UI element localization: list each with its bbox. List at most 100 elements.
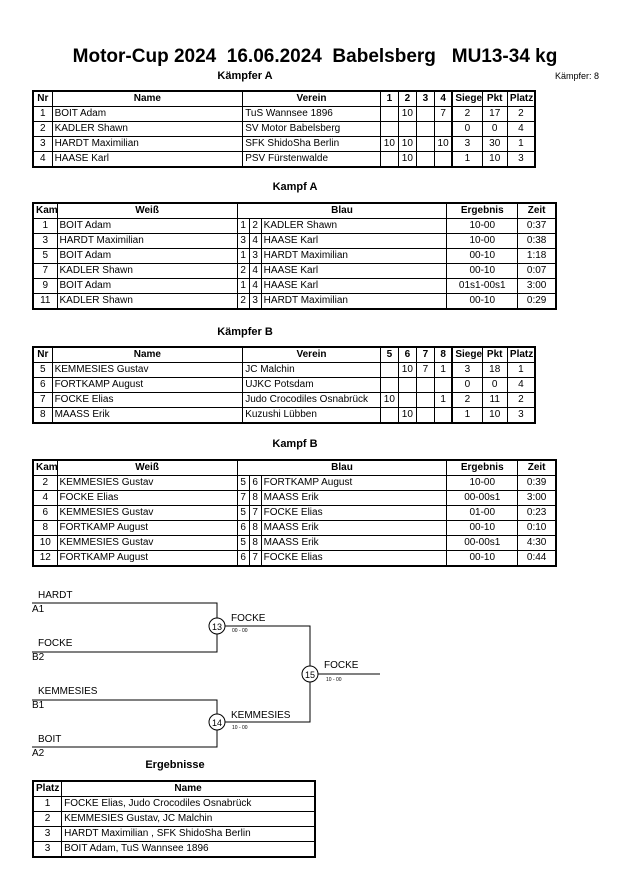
cell-name: MAASS Erik [51, 407, 244, 424]
cell-platz: 1 [32, 796, 63, 812]
cell-weiss: FORTKAMP August [56, 550, 238, 567]
cell-blau: HAASE Karl [260, 278, 448, 294]
cell-result [415, 392, 435, 408]
fight-13-marker [208, 617, 226, 635]
page-title: Motor-Cup 2024 16.06.2024 Babelsberg MU1… [72, 46, 558, 67]
cell-nr: 8 [32, 407, 53, 424]
cell-weiss: KADLER Shawn [56, 293, 238, 310]
cell-nr: 4 [32, 151, 53, 168]
pool-a-heading: Kämpfer A [217, 70, 273, 82]
cell-weiss: BOIT Adam [56, 278, 238, 294]
fights-b-heading: Kampf B [272, 438, 318, 450]
cell-verein: Kuzushi Lübben [242, 407, 381, 424]
fights-b-table: Kampf Weiß Blau Ergebnis Zeit 2KEMMESIES… [32, 459, 557, 567]
fights-a-heading: Kampf A [272, 181, 318, 193]
b1-name: KEMMESIES [38, 686, 98, 697]
fight-14-marker [208, 713, 226, 731]
cell-zeit: 3:00 [517, 278, 557, 294]
fight-14-winner: KEMMESIES [231, 710, 291, 721]
a1-label: A1 [32, 604, 45, 615]
col-name: Name [61, 780, 316, 797]
col-kampf: Kampf [32, 202, 58, 219]
cell-result [379, 106, 399, 122]
a2-label: A2 [32, 748, 45, 759]
cell-blau-nr: 8 [248, 535, 262, 551]
cell-blau: FOCKE Elias [260, 550, 448, 567]
fighter-count: Kämpfer: 8 [554, 71, 599, 81]
cell-platz: 3 [32, 826, 63, 842]
pool-b-table: Nr Name Verein 5 6 7 8 Siege Pkt Platz 5… [32, 346, 536, 424]
cell-pkt: 10 [481, 407, 508, 424]
cell-platz: 2 [506, 392, 536, 408]
cell-blau-nr: 3 [248, 293, 262, 310]
cell-pkt: 11 [481, 392, 508, 408]
cell-pkt: 10 [481, 151, 508, 168]
fight-15-number: 15 [305, 670, 315, 680]
cell-kampf: 10 [32, 535, 58, 551]
cell-zeit: 0:29 [517, 293, 557, 310]
cell-verein: SFK ShidoSha Berlin [242, 136, 381, 152]
cell-weiss-nr: 1 [236, 278, 250, 294]
cell-platz: 1 [506, 136, 536, 152]
cell-result: 10 [379, 136, 399, 152]
cell-blau-nr: 4 [248, 233, 262, 249]
col-nr: Nr [32, 90, 53, 107]
cell-platz: 3 [506, 407, 536, 424]
fight-13-score: 00 - 00 [232, 628, 248, 634]
cell-blau-nr: 7 [248, 550, 262, 567]
fight-15-score: 10 - 00 [326, 677, 342, 683]
fight-15-winner: FOCKE [324, 660, 359, 671]
pool-a-table: Nr Name Verein 1 2 3 4 Siege Pkt Platz 1… [32, 90, 536, 168]
cell-blau-nr: 4 [248, 263, 262, 279]
cell-name: FOCKE Elias [51, 392, 244, 408]
cell-name: FOCKE Elias, Judo Crocodiles Osnabrück [61, 796, 316, 812]
fight-13-number: 13 [212, 622, 222, 632]
cell-blau-nr: 2 [248, 218, 262, 234]
cell-nr: 5 [32, 362, 53, 378]
fight-14-number: 14 [212, 718, 222, 728]
fight-13-winner: FOCKE [231, 613, 266, 624]
cell-platz: 2 [32, 811, 63, 827]
cell-result: 10 [379, 392, 399, 408]
cell-siege: 2 [451, 392, 483, 408]
cell-zeit: 4:30 [517, 535, 557, 551]
results-heading: Ergebnisse [145, 759, 205, 771]
bracket-line-f15 [217, 625, 311, 723]
col-platz: Platz [32, 780, 63, 797]
cell-blau-nr: 8 [248, 520, 262, 536]
cell-name: BOIT Adam, TuS Wannsee 1896 [61, 841, 316, 858]
cell-siege: 3 [451, 136, 483, 152]
col-platz: Platz [506, 346, 536, 363]
cell-blau-nr: 4 [248, 278, 262, 294]
cell-zeit: 0:44 [517, 550, 557, 567]
cell-pkt: 30 [481, 136, 508, 152]
cell-ergebnis: 00-10 [446, 293, 519, 310]
cell-name: HAASE Karl [51, 151, 244, 168]
a2-name: BOIT [38, 734, 61, 745]
cell-result [433, 407, 453, 424]
b2-name: FOCKE [38, 638, 73, 649]
fight-15-marker [301, 665, 319, 683]
cell-platz: 3 [32, 841, 63, 858]
col-platz: Platz [506, 90, 536, 107]
cell-result: 10 [397, 407, 417, 424]
pool-b-heading: Kämpfer B [217, 326, 273, 338]
cell-name: HARDT Maximilian [51, 136, 244, 152]
